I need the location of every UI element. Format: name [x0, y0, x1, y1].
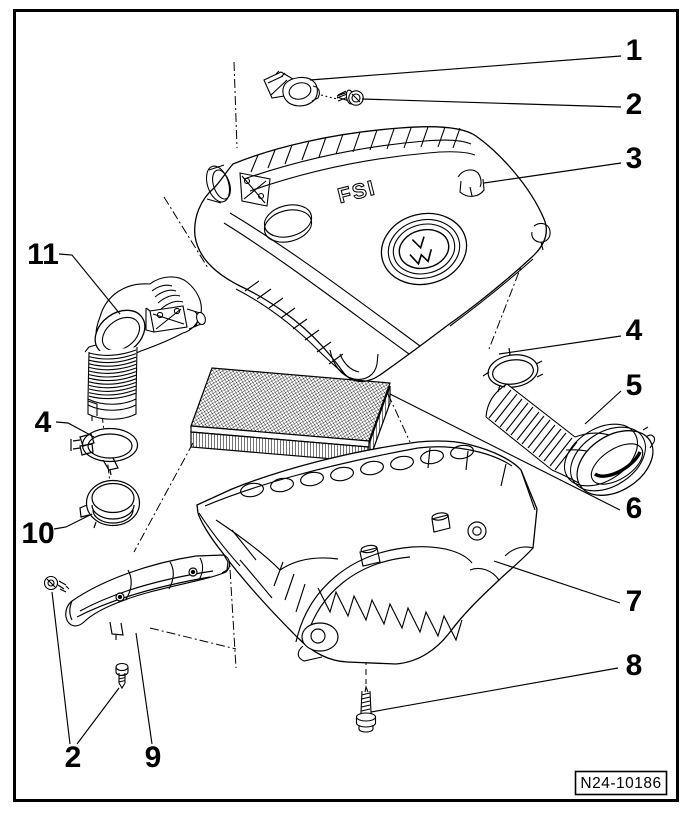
part-sensor: [263, 70, 320, 107]
part-housing: [196, 440, 538, 665]
part-screw-left: [43, 575, 70, 593]
part-air-guide: [65, 554, 231, 640]
part-intake-hose: [84, 276, 206, 421]
callout-2-top: 2: [626, 88, 643, 121]
part-engine-cover: FSI: [194, 126, 551, 383]
figure-code: N24-10186: [580, 775, 661, 792]
callout-9: 9: [145, 741, 162, 774]
callout-3: 3: [626, 142, 643, 175]
duct-bellows-ribs: [488, 389, 578, 471]
callout-labels: 1 2 3 4 5 6 7 8 11 4 10 2 9: [21, 34, 642, 774]
figure-code-box: [574, 770, 668, 796]
cover-clip-right: [531, 222, 551, 251]
part-grommet: [79, 479, 141, 529]
callout-7: 7: [626, 585, 643, 618]
part-screw-top: [336, 89, 364, 106]
callout-1: 1: [626, 34, 643, 67]
cover-snout: [205, 164, 271, 207]
part-air-filter-element: [190, 367, 391, 463]
callout-6: 6: [626, 492, 643, 525]
part-screw-long: [355, 685, 377, 733]
cover-vent-ribs: [250, 126, 461, 173]
part-air-duct: [485, 383, 655, 496]
leader-lines: [51, 55, 622, 745]
sensor-screw-dotted-line: [320, 94, 338, 100]
callout-8: 8: [626, 649, 643, 682]
cover-clip-top: [457, 169, 485, 197]
part-clamp-left: [70, 427, 139, 476]
callout-2-bottom: 2: [65, 741, 82, 774]
part-clamp-right: [482, 347, 544, 393]
callout-4-right: 4: [626, 314, 643, 347]
callout-11: 11: [27, 238, 59, 271]
vw-roundel: [380, 212, 468, 286]
callout-5: 5: [626, 369, 643, 402]
hose-bellows-ribs: [88, 349, 137, 400]
callout-4-left: 4: [35, 406, 52, 439]
callout-10: 10: [21, 517, 54, 550]
housing-latch-slots: [240, 444, 474, 498]
part-screw-bottom: [115, 662, 129, 690]
housing-rib-teeth: [317, 587, 463, 642]
